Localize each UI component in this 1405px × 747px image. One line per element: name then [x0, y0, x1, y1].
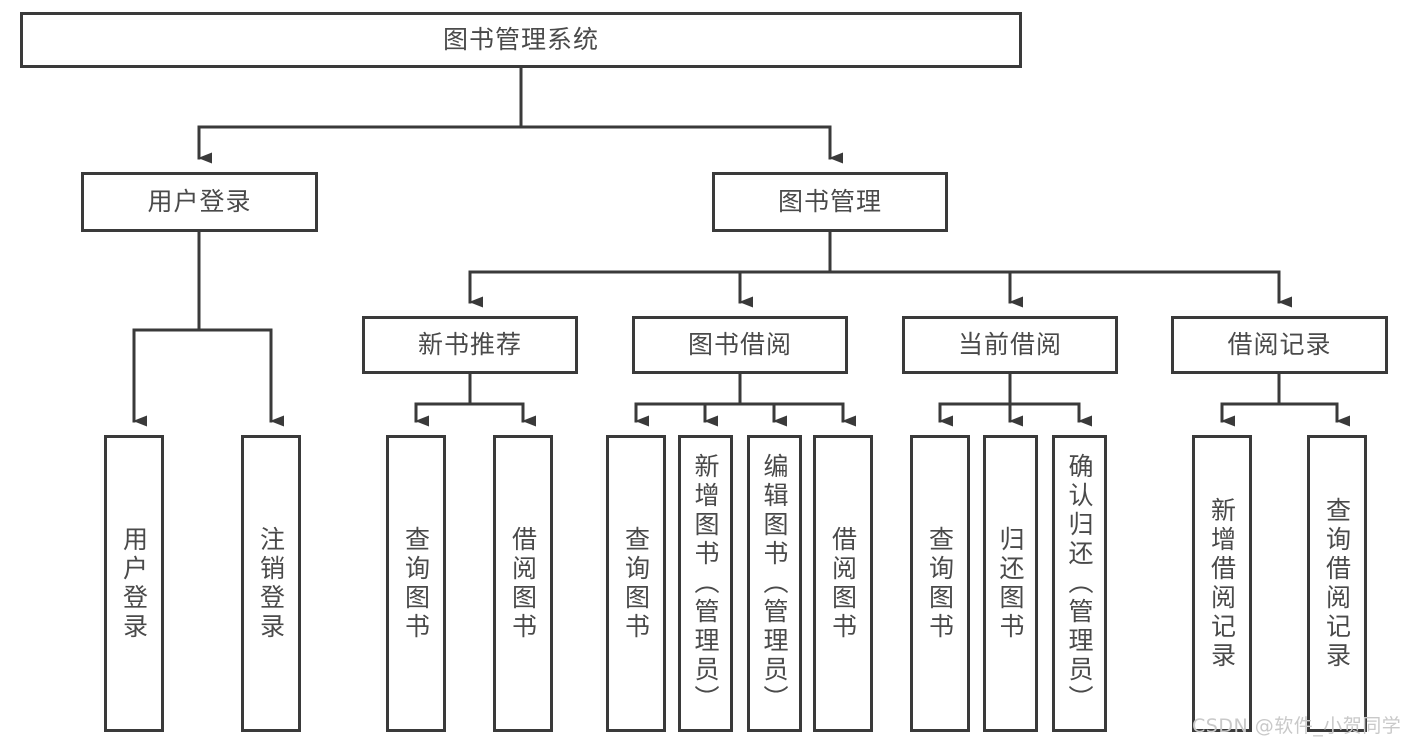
- node-new-book-recommend-label: 新书推荐: [417, 329, 522, 359]
- node-new-book-recommend[interactable]: 新书推荐: [362, 316, 578, 374]
- node-leaf-query-book-2-label: 查询图书: [621, 525, 651, 642]
- node-leaf-add-book-label: 新增图书（管理员）: [691, 453, 720, 714]
- node-leaf-query-record[interactable]: 查询借阅记录: [1307, 435, 1367, 732]
- node-root-label: 图书管理系统: [442, 24, 599, 54]
- node-current-borrow[interactable]: 当前借阅: [902, 316, 1118, 374]
- node-leaf-borrow-book-2[interactable]: 借阅图书: [813, 435, 873, 732]
- node-book-borrow[interactable]: 图书借阅: [632, 316, 848, 374]
- node-leaf-query-record-label: 查询借阅记录: [1322, 496, 1352, 671]
- node-book-manage[interactable]: 图书管理: [712, 172, 948, 232]
- node-leaf-logout-label: 注销登录: [256, 525, 286, 642]
- node-leaf-query-book-1[interactable]: 查询图书: [386, 435, 446, 732]
- node-leaf-borrow-book-1-label: 借阅图书: [508, 525, 538, 642]
- node-user-login[interactable]: 用户登录: [81, 172, 318, 232]
- node-current-borrow-label: 当前借阅: [957, 329, 1062, 359]
- node-leaf-edit-book[interactable]: 编辑图书（管理员）: [747, 435, 802, 732]
- node-leaf-query-book-1-label: 查询图书: [401, 525, 431, 642]
- node-leaf-add-record-label: 新增借阅记录: [1207, 496, 1237, 671]
- node-leaf-add-record[interactable]: 新增借阅记录: [1192, 435, 1252, 732]
- node-leaf-borrow-book-2-label: 借阅图书: [828, 525, 858, 642]
- node-leaf-confirm-return[interactable]: 确认归还（管理员）: [1052, 435, 1107, 732]
- node-leaf-add-book[interactable]: 新增图书（管理员）: [678, 435, 733, 732]
- node-book-borrow-label: 图书借阅: [687, 329, 792, 359]
- node-borrow-record[interactable]: 借阅记录: [1171, 316, 1388, 374]
- node-book-manage-label: 图书管理: [777, 186, 882, 216]
- node-leaf-query-book-3[interactable]: 查询图书: [910, 435, 970, 732]
- node-leaf-user-login[interactable]: 用户登录: [104, 435, 164, 732]
- node-leaf-borrow-book-1[interactable]: 借阅图书: [493, 435, 553, 732]
- node-borrow-record-label: 借阅记录: [1227, 329, 1332, 359]
- node-root[interactable]: 图书管理系统: [20, 12, 1022, 68]
- node-leaf-confirm-return-label: 确认归还（管理员）: [1065, 453, 1094, 714]
- node-leaf-query-book-2[interactable]: 查询图书: [606, 435, 666, 732]
- node-leaf-return-book-label: 归还图书: [996, 525, 1025, 642]
- node-leaf-user-login-label: 用户登录: [119, 525, 149, 642]
- node-user-login-label: 用户登录: [147, 186, 252, 216]
- node-leaf-return-book[interactable]: 归还图书: [983, 435, 1038, 732]
- node-leaf-edit-book-label: 编辑图书（管理员）: [760, 453, 789, 714]
- node-leaf-logout[interactable]: 注销登录: [241, 435, 301, 732]
- node-leaf-query-book-3-label: 查询图书: [925, 525, 955, 642]
